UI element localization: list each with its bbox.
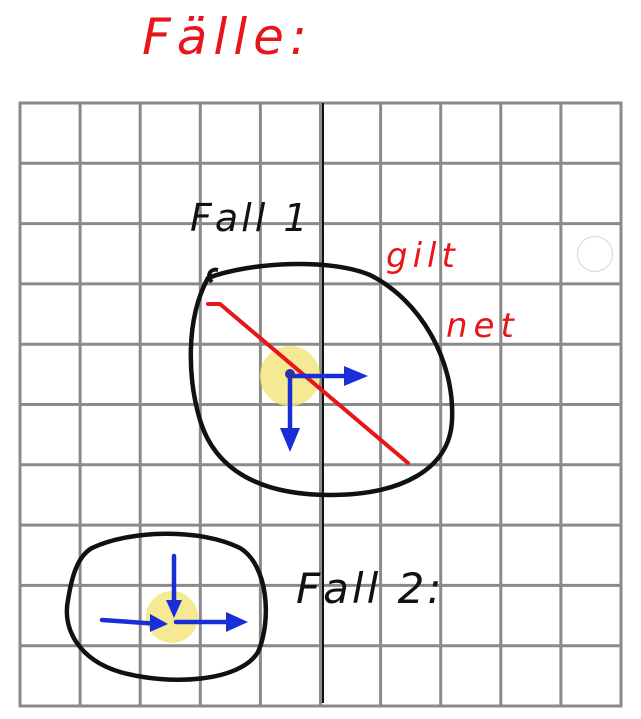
ellipse-case2 [64, 531, 269, 682]
center-point-case1 [285, 369, 295, 379]
case1-note-line2: net [446, 306, 520, 346]
arrow-down-case2 [166, 553, 182, 618]
case1-label: Fall 1 [190, 196, 311, 240]
ellipse-case1-start-hook [207, 267, 219, 284]
arrow-right-case2 [99, 612, 248, 632]
grid-paper [18, 101, 623, 708]
highlight-dot-case2 [146, 591, 198, 643]
case2-label: Fall 2: [296, 564, 445, 613]
camera-shutter-button[interactable] [577, 236, 613, 272]
case1-note-line1: gilt [386, 236, 460, 276]
red-diagonal-line [206, 302, 410, 465]
page-title: Fälle: [142, 8, 313, 66]
arrow-down-case1 [280, 373, 300, 452]
arrow-right-case1 [287, 366, 368, 386]
ellipse-case1 [188, 261, 455, 498]
